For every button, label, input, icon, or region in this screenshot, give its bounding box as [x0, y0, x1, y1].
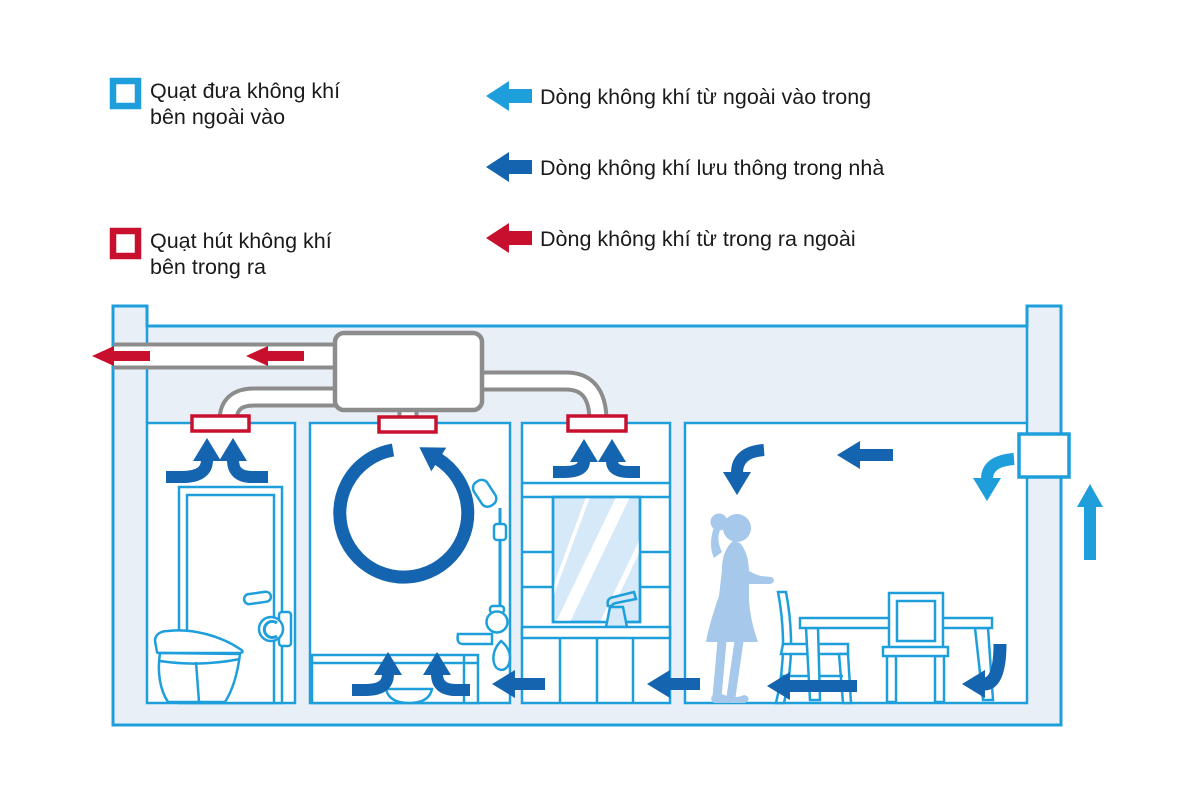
airflow-arrow-kitchen-down: [723, 444, 765, 496]
airflow-arrow-toilet-up-left: [166, 437, 221, 483]
exhaust-fan-icon: [109, 227, 142, 260]
exhaust-air-arrow-outside: [92, 346, 150, 366]
legend-fan-out-label-line1: Quạt hút không khí: [150, 229, 332, 253]
legend-item-flow-circulation: Dòng không khí lưu thông trong nhà: [486, 152, 884, 182]
intake-fan-icon: [109, 77, 142, 110]
intake-fan: [1017, 432, 1071, 479]
airflow-arrows: [166, 437, 1007, 700]
airflow-arrow-washroom-up-right: [598, 438, 640, 478]
legend-flow-circulation-label: Dòng không khí lưu thông trong nhà: [540, 156, 884, 180]
chair-leg: [933, 654, 946, 704]
airflow-arrow-bathroom-up-right: [423, 651, 470, 696]
door-handle: [242, 590, 273, 606]
tray: [737, 565, 774, 584]
wash-bowl: [384, 687, 434, 705]
vanity-faucet: [604, 590, 638, 629]
person-figure: [706, 513, 774, 703]
legend-flow-inside-out-label: Dòng không khí từ trong ra ngoài: [540, 227, 856, 251]
door-knob-detail: [262, 620, 278, 639]
dark-blue-left-arrow-icon: [486, 152, 532, 182]
exhaust-duct: [92, 342, 345, 370]
chair-seat-rail: [881, 645, 950, 658]
shower-rail-slider: [492, 522, 508, 542]
chair-leg: [885, 654, 898, 704]
chair-back-view: [881, 591, 950, 704]
vanity-mirror-frame: [551, 495, 642, 624]
exhaust-air-arrow-inside: [246, 346, 304, 366]
airflow-arrow-kitchen-corner: [961, 643, 1007, 698]
shower-faucet-dial: [485, 610, 509, 634]
house-cross-section: [92, 304, 1103, 727]
shower-head: [471, 478, 498, 508]
supply-duct-washroom: [472, 370, 609, 422]
exhaust-vent-bathroom: [377, 415, 438, 434]
airflow-arrow-washroom-up-left: [553, 438, 598, 478]
hand-shower: [492, 639, 512, 672]
intake-air-arrow-indoor: [973, 453, 1015, 502]
legend-item-fan-out: Quạt hút không khí bên trong ra: [109, 227, 332, 279]
toilet: [153, 629, 244, 704]
legend-fan-in-label-line1: Quạt đưa không khí: [150, 79, 340, 103]
washroom-interior: [520, 481, 672, 703]
ventilation-unit: [332, 330, 485, 413]
legend-item-flow-inside-out: Dòng không khí từ trong ra ngoài: [486, 223, 856, 253]
legend-item-fan-in: Quạt đưa không khí bên ngoài vào: [109, 77, 340, 129]
duct-system: [92, 330, 628, 434]
legend: Quạt đưa không khí bên ngoài vào Quạt hú…: [109, 77, 884, 279]
exhaust-vent-toilet: [190, 414, 251, 433]
bath-spout: [456, 632, 494, 646]
outside-air-up-arrow: [1077, 484, 1103, 560]
light-blue-left-arrow-icon: [486, 81, 532, 111]
legend-item-flow-outside-in: Dòng không khí từ ngoài vào trong: [486, 81, 871, 111]
red-left-arrow-icon: [486, 223, 532, 253]
airflow-arrow-bathroom-up-left: [352, 651, 402, 696]
legend-fan-out-label-line2: bên trong ra: [150, 255, 266, 279]
legend-fan-in-label-line2: bên ngoài vào: [150, 105, 285, 129]
chair-back-inner: [895, 599, 937, 643]
toilet-room-interior: [153, 485, 293, 705]
legend-flow-outside-in-label: Dòng không khí từ ngoài vào trong: [540, 85, 871, 109]
exhaust-vent-washroom: [566, 414, 628, 433]
vanity-counter: [520, 625, 672, 640]
airflow-loop-bathroom: [333, 443, 475, 584]
airflow-arrow-toilet-up-right: [219, 437, 268, 483]
